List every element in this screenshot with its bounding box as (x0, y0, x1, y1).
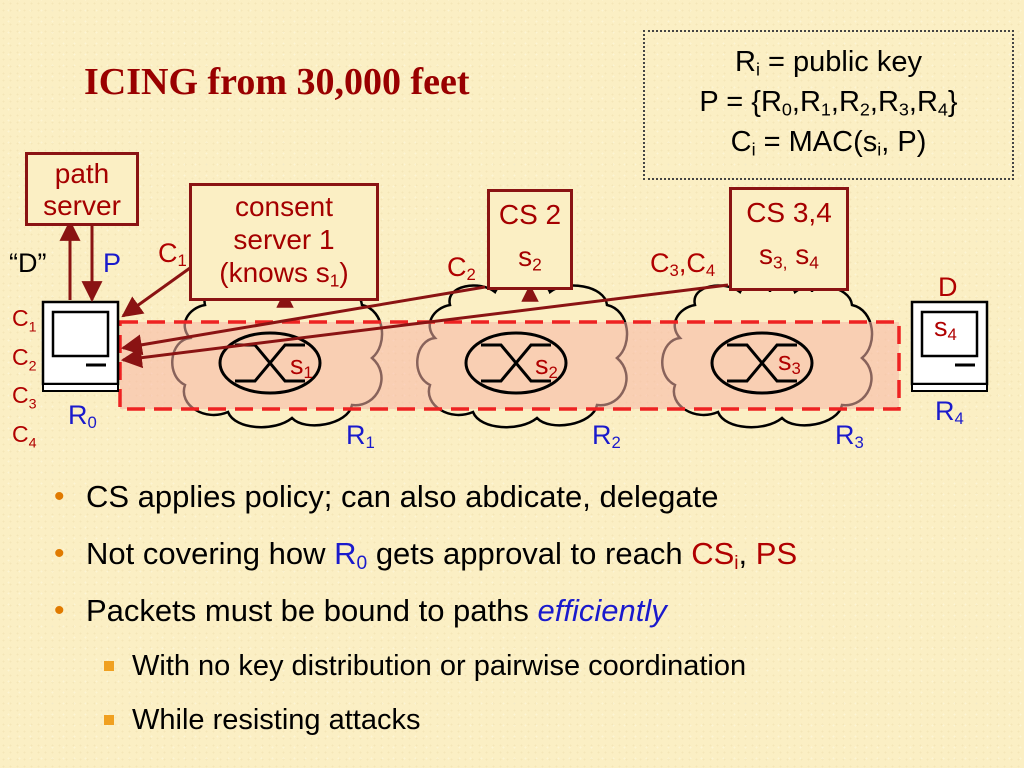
source-mac-stack: C1 C2 C3 C4 (12, 304, 37, 458)
router-r4-label: R4 (935, 396, 964, 429)
router-r1-key-label: s1 (290, 350, 313, 383)
bullet-cs-policy: CS applies policy; can also abdicate, de… (54, 468, 1004, 525)
legend-line-mac: Ci = MAC(si, P) (730, 126, 927, 160)
c34-label: C3,C4 (650, 248, 716, 281)
router-r1-label: R1 (346, 420, 375, 453)
stack-c4: C4 (12, 420, 37, 452)
consent-server-34-box: CS 3,4 s3, s4 (729, 187, 849, 291)
bullet-list: CS applies policy; can also abdicate, de… (54, 468, 1004, 747)
router-r3-symbol (710, 331, 814, 395)
destination-d-label: D (938, 272, 958, 302)
subbullet-resisting-attacks: While resisting attacks (54, 693, 1004, 747)
destination-quote-label: “D” (9, 248, 47, 278)
router-r3-key-label: s3 (778, 346, 801, 379)
consent-server-1-line1: consent (234, 191, 334, 222)
cs34-keys: s3, s4 (759, 239, 819, 273)
c2-label: C2 (447, 252, 476, 285)
stack-c2: C2 (12, 343, 37, 375)
router-r3-label: R3 (835, 420, 864, 453)
router-r2-label: R2 (592, 420, 621, 453)
key-legend-box: Ri = public key P = {R0,R1,R2,R3,R4} Ci … (643, 30, 1014, 180)
cs2-label: CS 2 (498, 199, 562, 230)
router-r2-key-label: s2 (535, 350, 558, 383)
path-label-p: P (103, 248, 122, 278)
arrow-cs1-to-source (121, 266, 191, 318)
bullet-not-covering: Not covering how R0 gets approval to rea… (54, 525, 1004, 582)
slide-title: ICING from 30,000 feet (84, 61, 470, 103)
destination-key-label: s4 (934, 312, 957, 345)
router-r0-label: R0 (68, 400, 97, 433)
cs2-key: s2 (518, 241, 542, 275)
stack-c1: C1 (12, 305, 37, 336)
path-server-box: path server (25, 152, 139, 226)
stack-c3: C3 (12, 382, 37, 413)
consent-server-1-box: consent server 1 (knows s1) (189, 183, 379, 301)
cs34-label: CS 3,4 (746, 197, 832, 228)
bullet-packets-bound: Packets must be bound to paths efficient… (54, 582, 1004, 639)
legend-line-path: P = {R0,R1,R2,R3,R4} (699, 86, 958, 120)
path-server-line1: path (54, 158, 110, 189)
consent-server-1-line3: (knows s1) (219, 257, 349, 291)
destination-computer-icon (910, 300, 989, 392)
router-r2-symbol (464, 331, 568, 395)
source-computer-icon (41, 300, 120, 392)
legend-line-public-key: Ri = public key (735, 46, 922, 80)
c1-label: C1 (158, 238, 187, 271)
arrow-cs2-to-source (120, 285, 486, 356)
subbullet-no-key-distribution: With no key distribution or pairwise coo… (54, 639, 1004, 693)
consent-server-2-box: CS 2 s2 (487, 189, 573, 290)
consent-server-1-line2: server 1 (233, 224, 335, 255)
arrow-cs34-to-source (120, 283, 729, 369)
path-server-line2: server (43, 190, 121, 221)
